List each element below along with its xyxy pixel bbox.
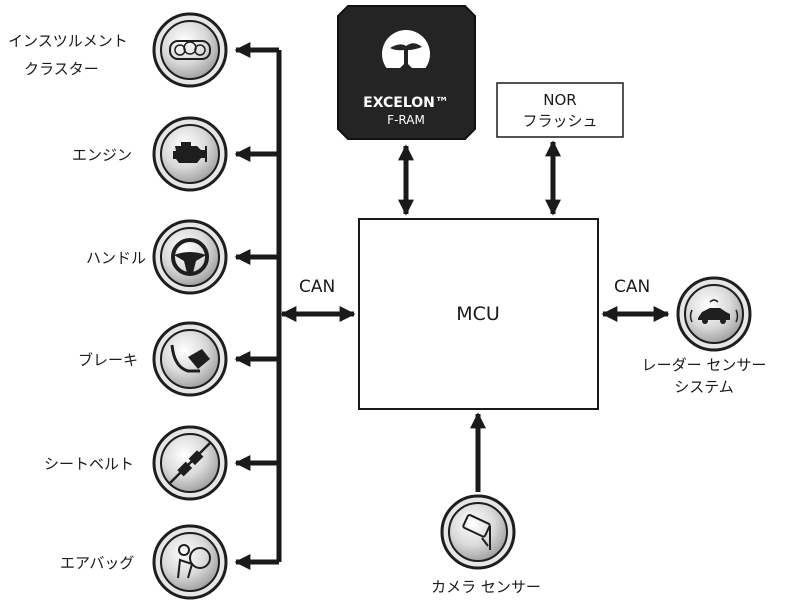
engine-icon [152, 116, 228, 192]
airbag-icon [152, 524, 228, 600]
steering-wheel-icon [152, 219, 228, 295]
nor-label-2: フラッシュ [522, 112, 597, 130]
nor-flash-box: NOR フラッシュ [496, 82, 624, 138]
excelon-fram-chip: EXCELON™ F-RAM [337, 5, 476, 140]
label-instrument-cluster-2: クラスター [24, 60, 99, 78]
label-brake: ブレーキ [78, 351, 138, 369]
label-steering: ハンドル [86, 249, 146, 267]
radar-label-1: レーダー センサー [642, 356, 767, 374]
nor-label-1: NOR [543, 91, 576, 109]
memory-connectors [397, 140, 670, 492]
can-label-left: CAN [299, 277, 335, 297]
label-engine: エンジン [72, 146, 132, 164]
seatbelt-icon [152, 425, 228, 501]
gauge-cluster-icon [152, 12, 228, 88]
can-bus-left [234, 41, 356, 571]
mcu-label: MCU [456, 303, 500, 325]
excelon-brand: EXCELON™ [363, 95, 449, 111]
camera-label: カメラ センサー [431, 578, 541, 596]
can-label-right: CAN [614, 277, 650, 297]
label-seatbelt: シートベルト [44, 455, 134, 473]
label-airbag: エアバッグ [60, 554, 134, 572]
label-instrument-cluster-1: インスツルメント [8, 32, 128, 50]
brake-pedal-icon [152, 321, 228, 397]
camera-icon [440, 494, 516, 570]
excelon-sub: F-RAM [387, 113, 425, 127]
radar-car-icon [676, 276, 752, 352]
radar-label-2: システム [674, 378, 734, 396]
tree-logo-icon [382, 30, 430, 78]
mcu-box: MCU [358, 218, 599, 410]
